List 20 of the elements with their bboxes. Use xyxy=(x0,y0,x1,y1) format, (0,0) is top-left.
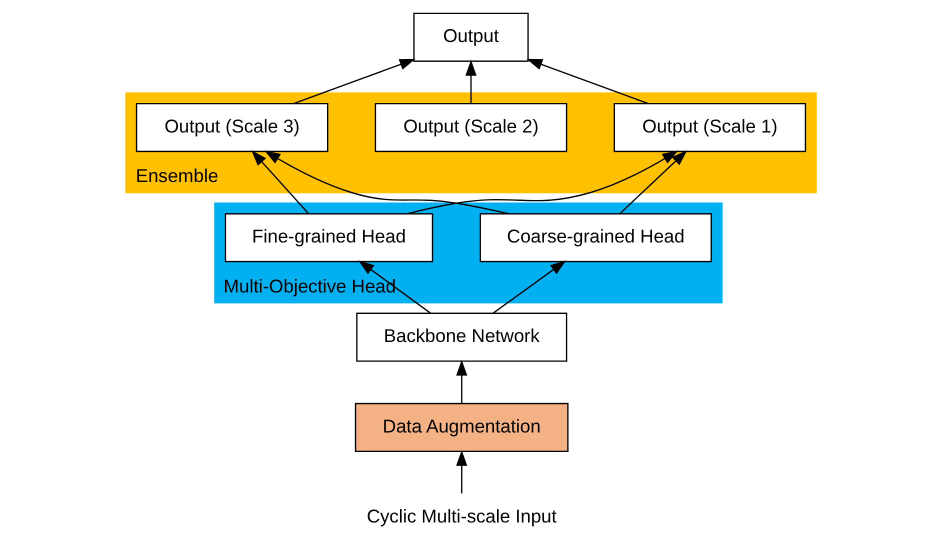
arrow xyxy=(406,150,678,214)
node-box: Data Augmentation xyxy=(354,402,569,452)
arrow xyxy=(620,150,688,214)
arrow xyxy=(294,58,416,104)
arrow xyxy=(492,260,566,314)
node-box: Output xyxy=(413,12,529,62)
arrow xyxy=(465,60,477,104)
node-box: Backbone Network xyxy=(356,312,568,362)
node-box: Output (Scale 2) xyxy=(374,102,568,152)
node-box: Output (Scale 3) xyxy=(136,102,328,152)
node-box: Coarse-grained Head xyxy=(480,213,712,262)
arrow xyxy=(251,150,309,214)
node-box: Fine-grained Head xyxy=(224,213,434,262)
node-box: Output (Scale 1) xyxy=(614,102,806,152)
node-text: Cyclic Multi-scale Input xyxy=(366,506,557,527)
arrow xyxy=(526,58,648,104)
arrow xyxy=(358,260,431,314)
arrow xyxy=(456,360,468,404)
arrow xyxy=(456,450,468,494)
arrow xyxy=(264,150,509,214)
